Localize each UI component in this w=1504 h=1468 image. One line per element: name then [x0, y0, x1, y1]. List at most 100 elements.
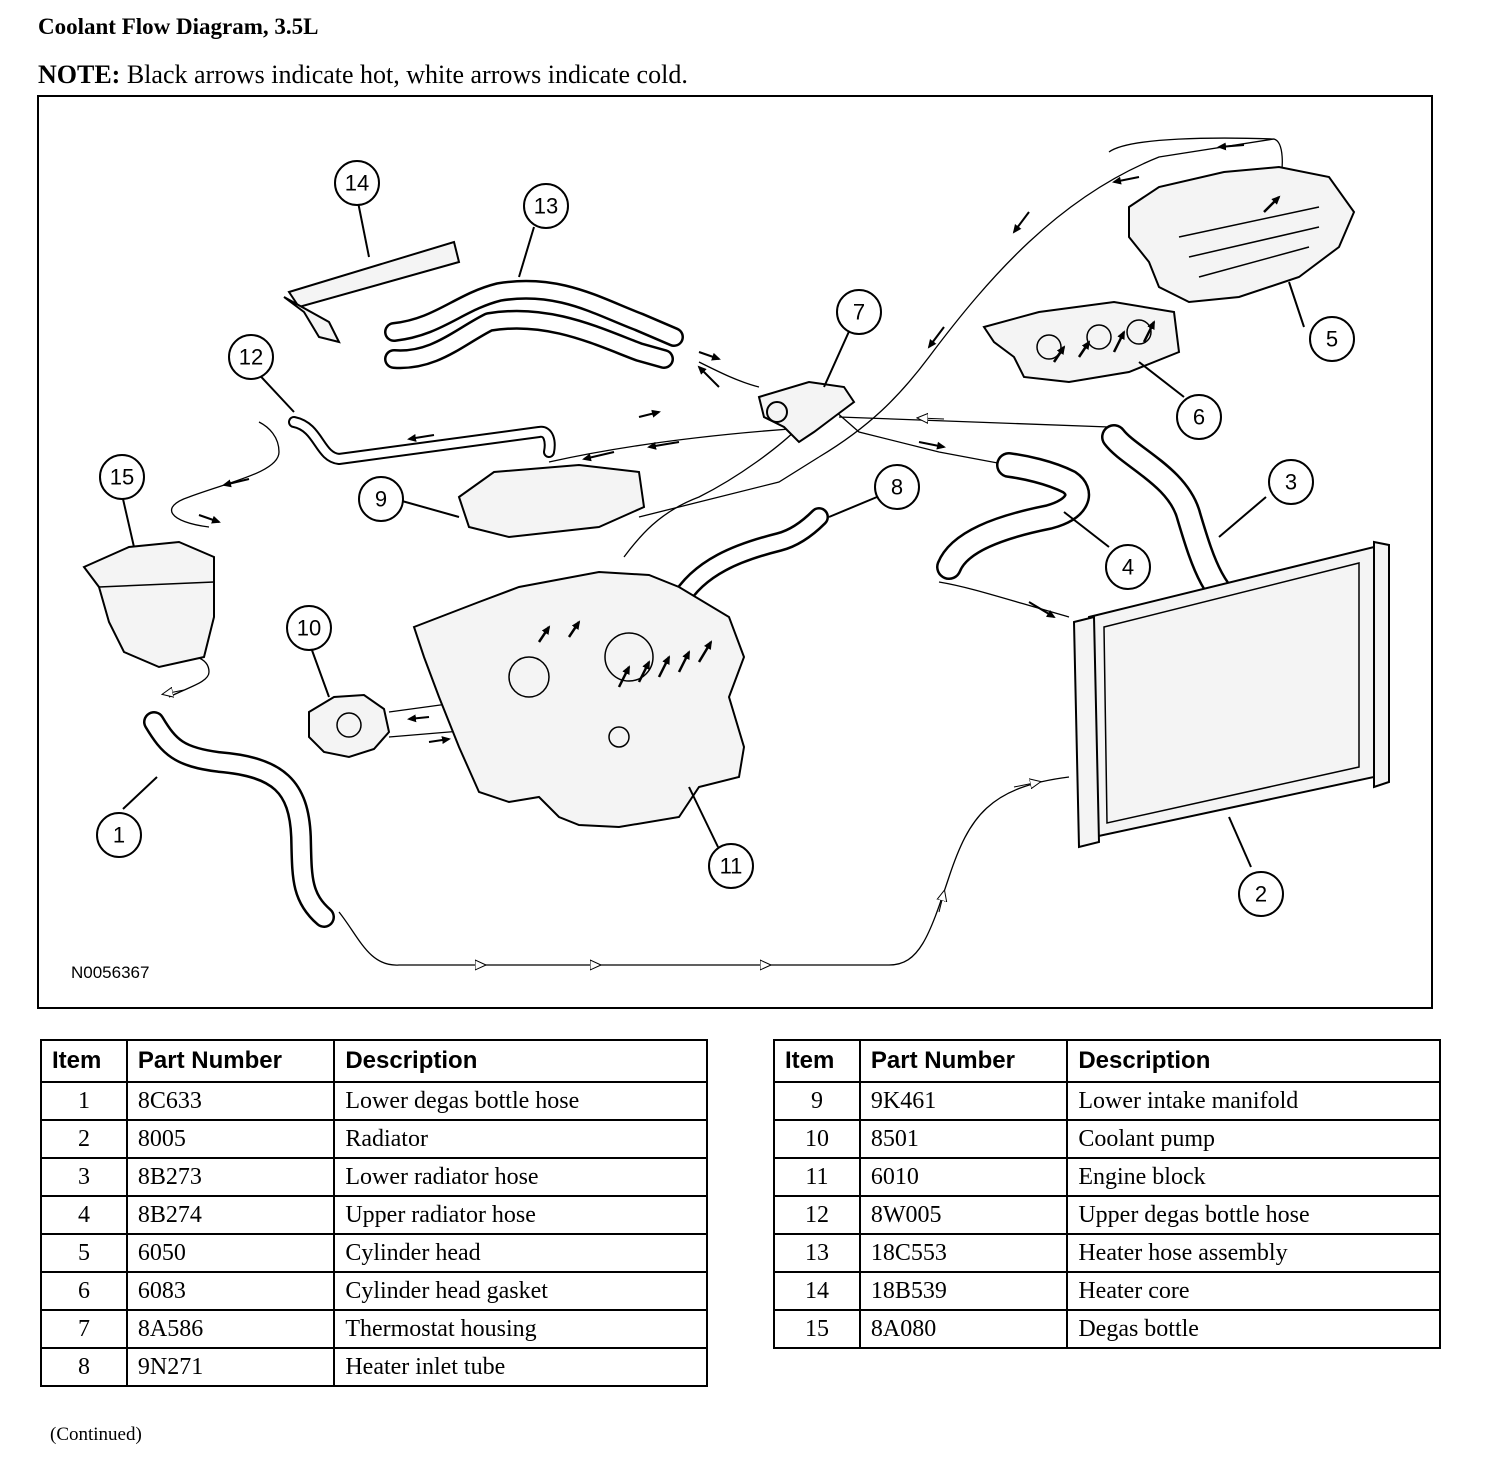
cylinder-head-gasket — [982, 300, 1181, 384]
callout-4: 4 — [1105, 544, 1151, 590]
part-number-cell: 8A586 — [125, 1309, 336, 1349]
header-item: Item — [773, 1039, 861, 1083]
part-number-cell: 18B539 — [858, 1271, 1069, 1311]
description-cell: Coolant pump — [1066, 1119, 1441, 1159]
cylinder-head — [1128, 165, 1356, 304]
item-cell: 9 — [773, 1081, 861, 1121]
callout-7: 7 — [836, 289, 882, 335]
description-cell: Heater inlet tube — [333, 1347, 708, 1387]
part-number-cell: 6083 — [125, 1271, 336, 1311]
description-cell: Lower radiator hose — [333, 1157, 708, 1197]
heater-inlet-tube — [669, 507, 829, 612]
part-number-cell: 6010 — [858, 1157, 1069, 1197]
part-number-cell: 8B274 — [125, 1195, 336, 1235]
callout-8: 8 — [874, 464, 920, 510]
callout-11: 11 — [708, 843, 754, 889]
header-part-number: Part Number — [125, 1039, 336, 1083]
header-part-number: Part Number — [858, 1039, 1069, 1083]
note-label: NOTE: — [38, 60, 121, 89]
leader-lines — [122, 196, 1305, 868]
description-cell: Radiator — [333, 1119, 708, 1159]
item-cell: 12 — [773, 1195, 861, 1235]
engine-flow-arrows — [537, 195, 1281, 688]
lower-degas-bottle-hose — [143, 711, 335, 928]
flow-paths — [168, 137, 1340, 966]
description-cell: Heater core — [1066, 1271, 1441, 1311]
diagram-frame: 1 2 3 4 5 6 7 8 9 10 11 12 13 14 15 N005… — [37, 95, 1433, 1009]
part-number-cell: 6050 — [125, 1233, 336, 1273]
callout-10: 10 — [286, 605, 332, 651]
header-description: Description — [1066, 1039, 1441, 1083]
description-cell: Heater hose assembly — [1066, 1233, 1441, 1273]
upper-radiator-hose — [936, 452, 1091, 580]
item-cell: 15 — [773, 1309, 861, 1349]
item-cell: 7 — [40, 1309, 128, 1349]
lower-intake-manifold — [457, 463, 646, 539]
callout-5: 5 — [1309, 316, 1355, 362]
callout-12: 12 — [228, 334, 274, 380]
header-description: Description — [333, 1039, 708, 1083]
callout-2: 2 — [1238, 871, 1284, 917]
item-cell: 5 — [40, 1233, 128, 1273]
callout-9: 9 — [358, 476, 404, 522]
svg-text:7: 7 — [853, 300, 865, 325]
svg-text:6: 6 — [1193, 405, 1205, 430]
part-number-cell: 8B273 — [125, 1157, 336, 1197]
item-cell: 1 — [40, 1081, 128, 1121]
description-cell: Upper degas bottle hose — [1066, 1195, 1441, 1235]
description-cell: Upper radiator hose — [333, 1195, 708, 1235]
part-number-cell: 18C553 — [858, 1233, 1069, 1273]
item-cell: 11 — [773, 1157, 861, 1197]
upper-degas-bottle-hose — [288, 416, 556, 465]
svg-text:1: 1 — [113, 823, 125, 848]
description-cell: Engine block — [1066, 1157, 1441, 1197]
continued-note: (Continued) — [50, 1424, 142, 1445]
description-cell: Thermostat housing — [333, 1309, 708, 1349]
item-cell: 10 — [773, 1119, 861, 1159]
svg-text:11: 11 — [720, 854, 743, 879]
item-cell: 14 — [773, 1271, 861, 1311]
note-text: Black arrows indicate hot, white arrows … — [126, 60, 688, 89]
callout-3: 3 — [1268, 459, 1314, 505]
figure-id: N0056367 — [71, 963, 150, 982]
description-cell: Lower intake manifold — [1066, 1081, 1441, 1121]
callout-6: 6 — [1176, 394, 1222, 440]
engine-block — [412, 570, 746, 829]
svg-text:9: 9 — [375, 487, 387, 512]
description-cell: Cylinder head gasket — [333, 1271, 708, 1311]
item-cell: 6 — [40, 1271, 128, 1311]
radiator — [1072, 540, 1390, 849]
item-cell: 8 — [40, 1347, 128, 1387]
part-number-cell: 8005 — [125, 1119, 336, 1159]
svg-text:2: 2 — [1255, 882, 1267, 907]
part-number-cell: 8A080 — [858, 1309, 1069, 1349]
description-cell: Cylinder head — [333, 1233, 708, 1273]
callout-13: 13 — [523, 183, 569, 229]
part-number-cell: 9N271 — [125, 1347, 336, 1387]
svg-text:3: 3 — [1285, 470, 1297, 495]
part-number-cell: 9K461 — [858, 1081, 1069, 1121]
heater-hose-assembly — [384, 279, 684, 370]
svg-text:15: 15 — [110, 465, 134, 490]
table-header-row: Item Part Number Description — [40, 1039, 708, 1083]
svg-text:10: 10 — [297, 616, 321, 641]
degas-bottle — [82, 540, 215, 669]
part-number-cell: 8501 — [858, 1119, 1069, 1159]
coolant-flow-diagram: 1 2 3 4 5 6 7 8 9 10 11 12 13 14 15 — [82, 137, 1390, 1007]
header-item: Item — [40, 1039, 128, 1083]
svg-text:12: 12 — [239, 345, 263, 370]
svg-text:14: 14 — [345, 171, 369, 196]
